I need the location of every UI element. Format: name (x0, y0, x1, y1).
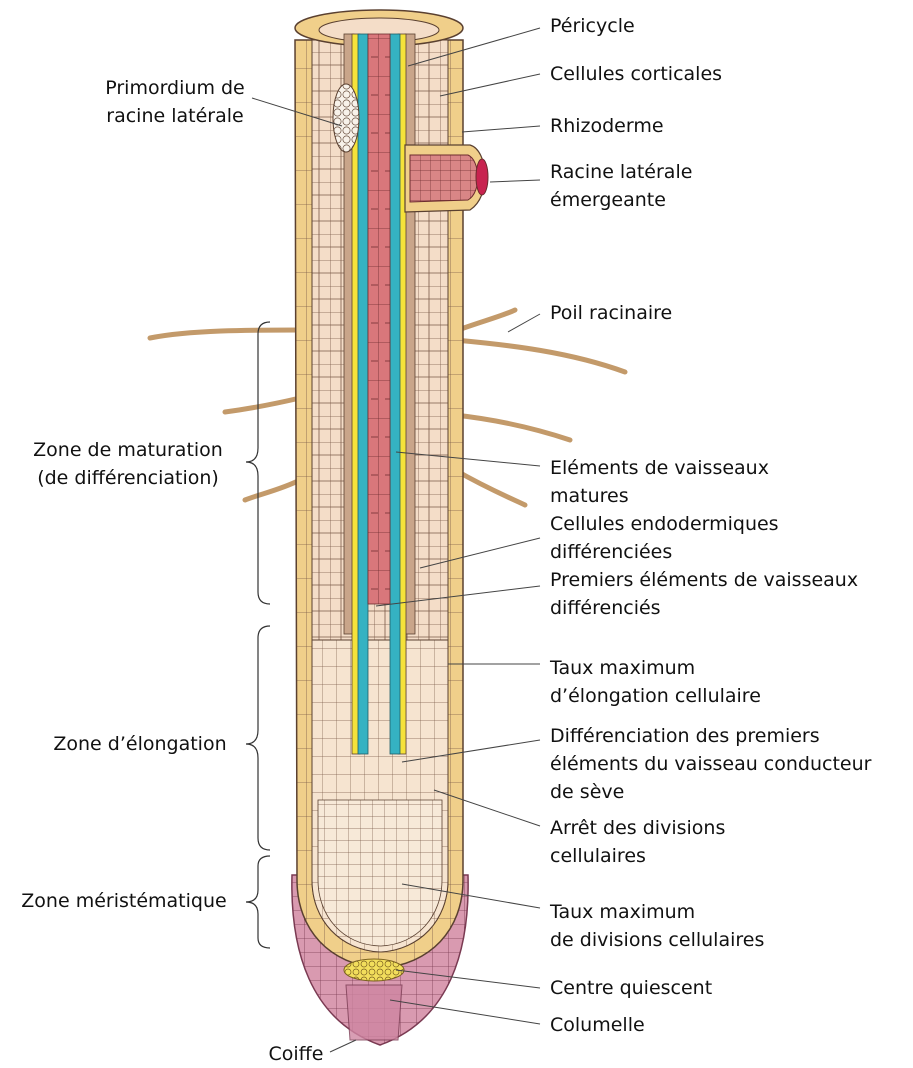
label-cap: Coiffe (256, 1040, 336, 1068)
label-maturation-zone: Zone de maturation (de différenciation) (14, 436, 242, 492)
columella (346, 985, 402, 1040)
quiescent-center (344, 959, 404, 981)
label-cortical-cells: Cellules corticales (550, 60, 722, 88)
label-endodermis: Cellules endodermiques différenciées (550, 510, 779, 566)
label-max-division: Taux maximum de divisions cellulaires (550, 898, 764, 954)
lateral-root-primordium (333, 84, 359, 152)
label-columella: Columelle (550, 1011, 645, 1039)
label-diff-first-vessel: Différenciation des premiers éléments du… (550, 722, 871, 806)
label-first-vessels: Premiers éléments de vaisseaux différenc… (550, 566, 858, 622)
zone-brackets (246, 322, 270, 948)
label-meristematic-zone: Zone méristématique (6, 887, 242, 915)
label-root-hair: Poil racinaire (550, 299, 672, 327)
label-lateral-primordium: Primordium de racine latérale (90, 74, 260, 130)
label-pericycle: Péricycle (550, 12, 635, 40)
label-quiescent-center: Centre quiescent (550, 974, 712, 1002)
label-emerging-lateral-root: Racine latérale émergeante (550, 158, 692, 214)
label-max-elongation: Taux maximum d’élongation cellulaire (550, 654, 761, 710)
emerging-lateral-root (405, 145, 488, 212)
label-rhizoderm: Rhizoderme (550, 112, 664, 140)
label-stop-division: Arrêt des divisions cellulaires (550, 814, 725, 870)
label-elongation-zone: Zone d’élongation (40, 730, 240, 758)
label-mature-vessels: Eléments de vaisseaux matures (550, 454, 769, 510)
